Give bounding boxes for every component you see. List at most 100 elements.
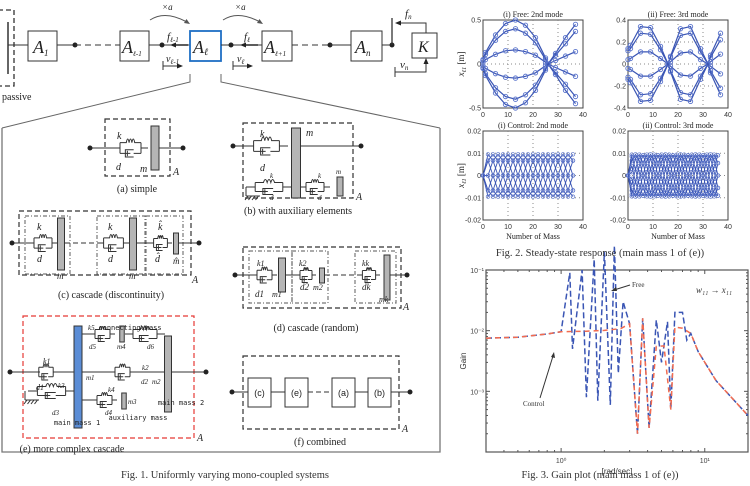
- data-point: [704, 163, 709, 169]
- block-A-l: [189, 30, 222, 62]
- data-point: [545, 194, 551, 199]
- damper-icon: [255, 188, 283, 195]
- data-point: [502, 93, 509, 100]
- spring-label: k: [108, 222, 113, 233]
- data-point: [652, 194, 657, 199]
- data-point: [663, 166, 668, 172]
- panel-caption: (f) combined: [294, 437, 346, 448]
- spring-label: k: [117, 131, 122, 142]
- ground-hatch: [255, 195, 259, 201]
- data-point: [520, 158, 526, 163]
- data-point: [708, 179, 713, 185]
- dashed-boundary: [18, 210, 192, 276]
- data-point: [525, 152, 531, 157]
- series-line: [627, 153, 719, 198]
- x-tick-label: 0: [626, 112, 630, 119]
- data-point: [482, 56, 489, 63]
- data-point: [652, 158, 657, 163]
- data-point: [700, 185, 706, 191]
- data-point: [717, 92, 724, 98]
- data-point: [693, 190, 698, 195]
- frame-line: [132, 329, 158, 339]
- data-point: [625, 65, 631, 72]
- data-point: [480, 65, 486, 72]
- data-point: [500, 173, 506, 178]
- data-point: [550, 173, 556, 178]
- velocity-label: vℓ: [237, 54, 244, 66]
- data-point: [482, 51, 489, 57]
- mass-label: m: [306, 128, 313, 139]
- mass-label: m: [57, 271, 64, 281]
- data-point: [652, 182, 657, 188]
- data-point: [674, 154, 679, 159]
- block-label: Aℓ+1: [263, 37, 286, 58]
- cell-boundary: [96, 215, 146, 275]
- data-point: [492, 85, 499, 91]
- data-point: [545, 188, 551, 193]
- damper-label: d2: [141, 378, 149, 386]
- data-point: [637, 92, 644, 98]
- data-point: [505, 194, 511, 199]
- x-tick-label: 30: [699, 112, 707, 119]
- spring-label: k: [318, 172, 322, 180]
- y-axis-label: Gain: [459, 353, 468, 370]
- spring-icon: [255, 179, 283, 185]
- data-point: [512, 75, 519, 81]
- data-point: [562, 41, 569, 47]
- x-tick-label: 40: [724, 112, 732, 119]
- data-point: [570, 188, 576, 193]
- cell-boundary: [354, 250, 397, 304]
- spring-icon: [120, 138, 141, 144]
- x-tick-label: 0: [626, 224, 630, 231]
- data-point: [687, 73, 694, 79]
- data-point: [640, 185, 646, 191]
- x-axis-label: Number of Mass: [506, 232, 560, 241]
- data-point: [659, 170, 664, 175]
- y-tick-label: 0: [477, 62, 481, 69]
- ground-hatch: [244, 195, 249, 201]
- damper-label: d: [108, 254, 114, 265]
- data-point: [704, 154, 709, 159]
- data-point: [565, 173, 571, 178]
- data-point: [502, 20, 509, 27]
- spring-icon: [253, 136, 280, 142]
- damper-label: dk: [362, 282, 372, 292]
- data-point: [572, 93, 579, 100]
- mass-block: [150, 125, 160, 171]
- data-point: [522, 73, 529, 79]
- velocity-label: vn: [400, 59, 409, 72]
- data-point: [693, 179, 698, 185]
- data-point: [648, 156, 653, 161]
- data-point: [540, 152, 546, 157]
- y-tick-label: 0.01: [612, 151, 626, 158]
- data-point: [535, 152, 541, 157]
- zoom-line-right: [220, 74, 441, 129]
- data-point: [562, 87, 569, 94]
- data-point: [532, 87, 539, 94]
- damper-icon: [253, 147, 280, 156]
- y-tick-label: 0: [622, 173, 626, 180]
- damper-icon: [115, 373, 130, 381]
- data-point: [560, 188, 566, 193]
- block-label: A: [172, 167, 180, 178]
- frame-line: [114, 367, 131, 377]
- node-dot: [159, 42, 165, 48]
- ground-hatch: [27, 399, 31, 405]
- data-point: [633, 166, 638, 172]
- force-label: fℓ-1: [167, 31, 179, 44]
- data-point: [687, 49, 694, 55]
- data-point: [502, 74, 509, 80]
- velocity-label: vℓ-1: [166, 54, 179, 66]
- data-point: [555, 188, 561, 193]
- data-point: [674, 163, 679, 169]
- x-tick-label: 0: [481, 224, 485, 231]
- passive-label: passive: [2, 92, 32, 103]
- data-point: [712, 194, 717, 199]
- data-point: [502, 28, 509, 35]
- spring-icon: [115, 363, 130, 368]
- data-point: [715, 185, 721, 191]
- series-free: [485, 245, 749, 434]
- spring-label: k: [37, 222, 42, 233]
